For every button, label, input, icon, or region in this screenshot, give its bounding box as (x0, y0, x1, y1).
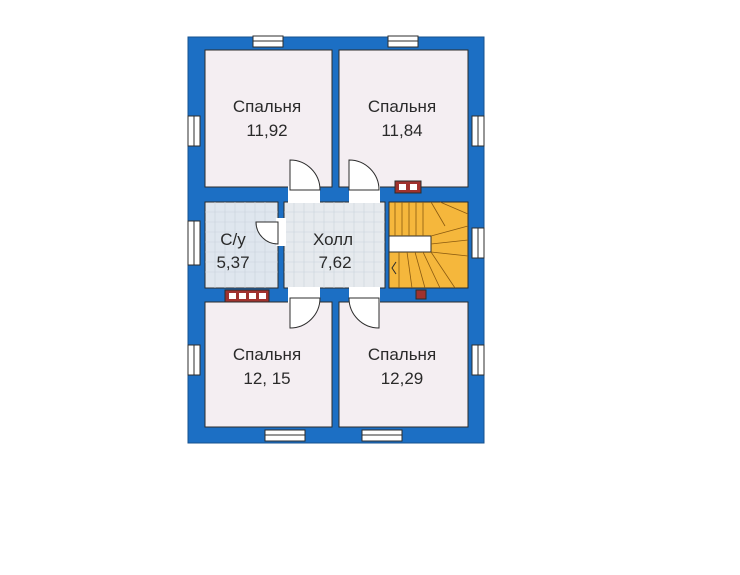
bedroom-bottom-left-floor (204, 301, 333, 428)
staircase-icon (388, 201, 469, 289)
bathroom-floor (204, 201, 279, 289)
window-icon (187, 35, 485, 442)
bedroom-top-left-floor (204, 49, 333, 188)
bathroom-name: С/у (220, 230, 246, 249)
hall-name: Холл (313, 230, 353, 249)
ventilation-block-icon (224, 289, 270, 303)
bedroom-bottom-right-area: 12,29 (381, 369, 424, 388)
bedroom-top-left-area: 11,92 (246, 121, 287, 140)
bedroom-top-left-name: Спальня (233, 97, 301, 116)
bedroom-bottom-right-name: Спальня (368, 345, 436, 364)
tile-grid (205, 202, 385, 288)
bedroom-bottom-left-area: 12, 15 (243, 369, 290, 388)
bathroom-area: 5,37 (216, 253, 249, 272)
chimney-icon (394, 180, 422, 194)
bedroom-bottom-left-name: Спальня (233, 345, 301, 364)
bedroom-bottom-right-floor (338, 301, 469, 428)
hall-area: 7,62 (318, 253, 351, 272)
flue-icon (415, 289, 427, 300)
bedroom-top-right-name: Спальня (368, 97, 436, 116)
door-swing-icon (255, 159, 380, 329)
bedroom-top-right-area: 11,84 (381, 121, 422, 140)
hall-floor (283, 201, 386, 289)
